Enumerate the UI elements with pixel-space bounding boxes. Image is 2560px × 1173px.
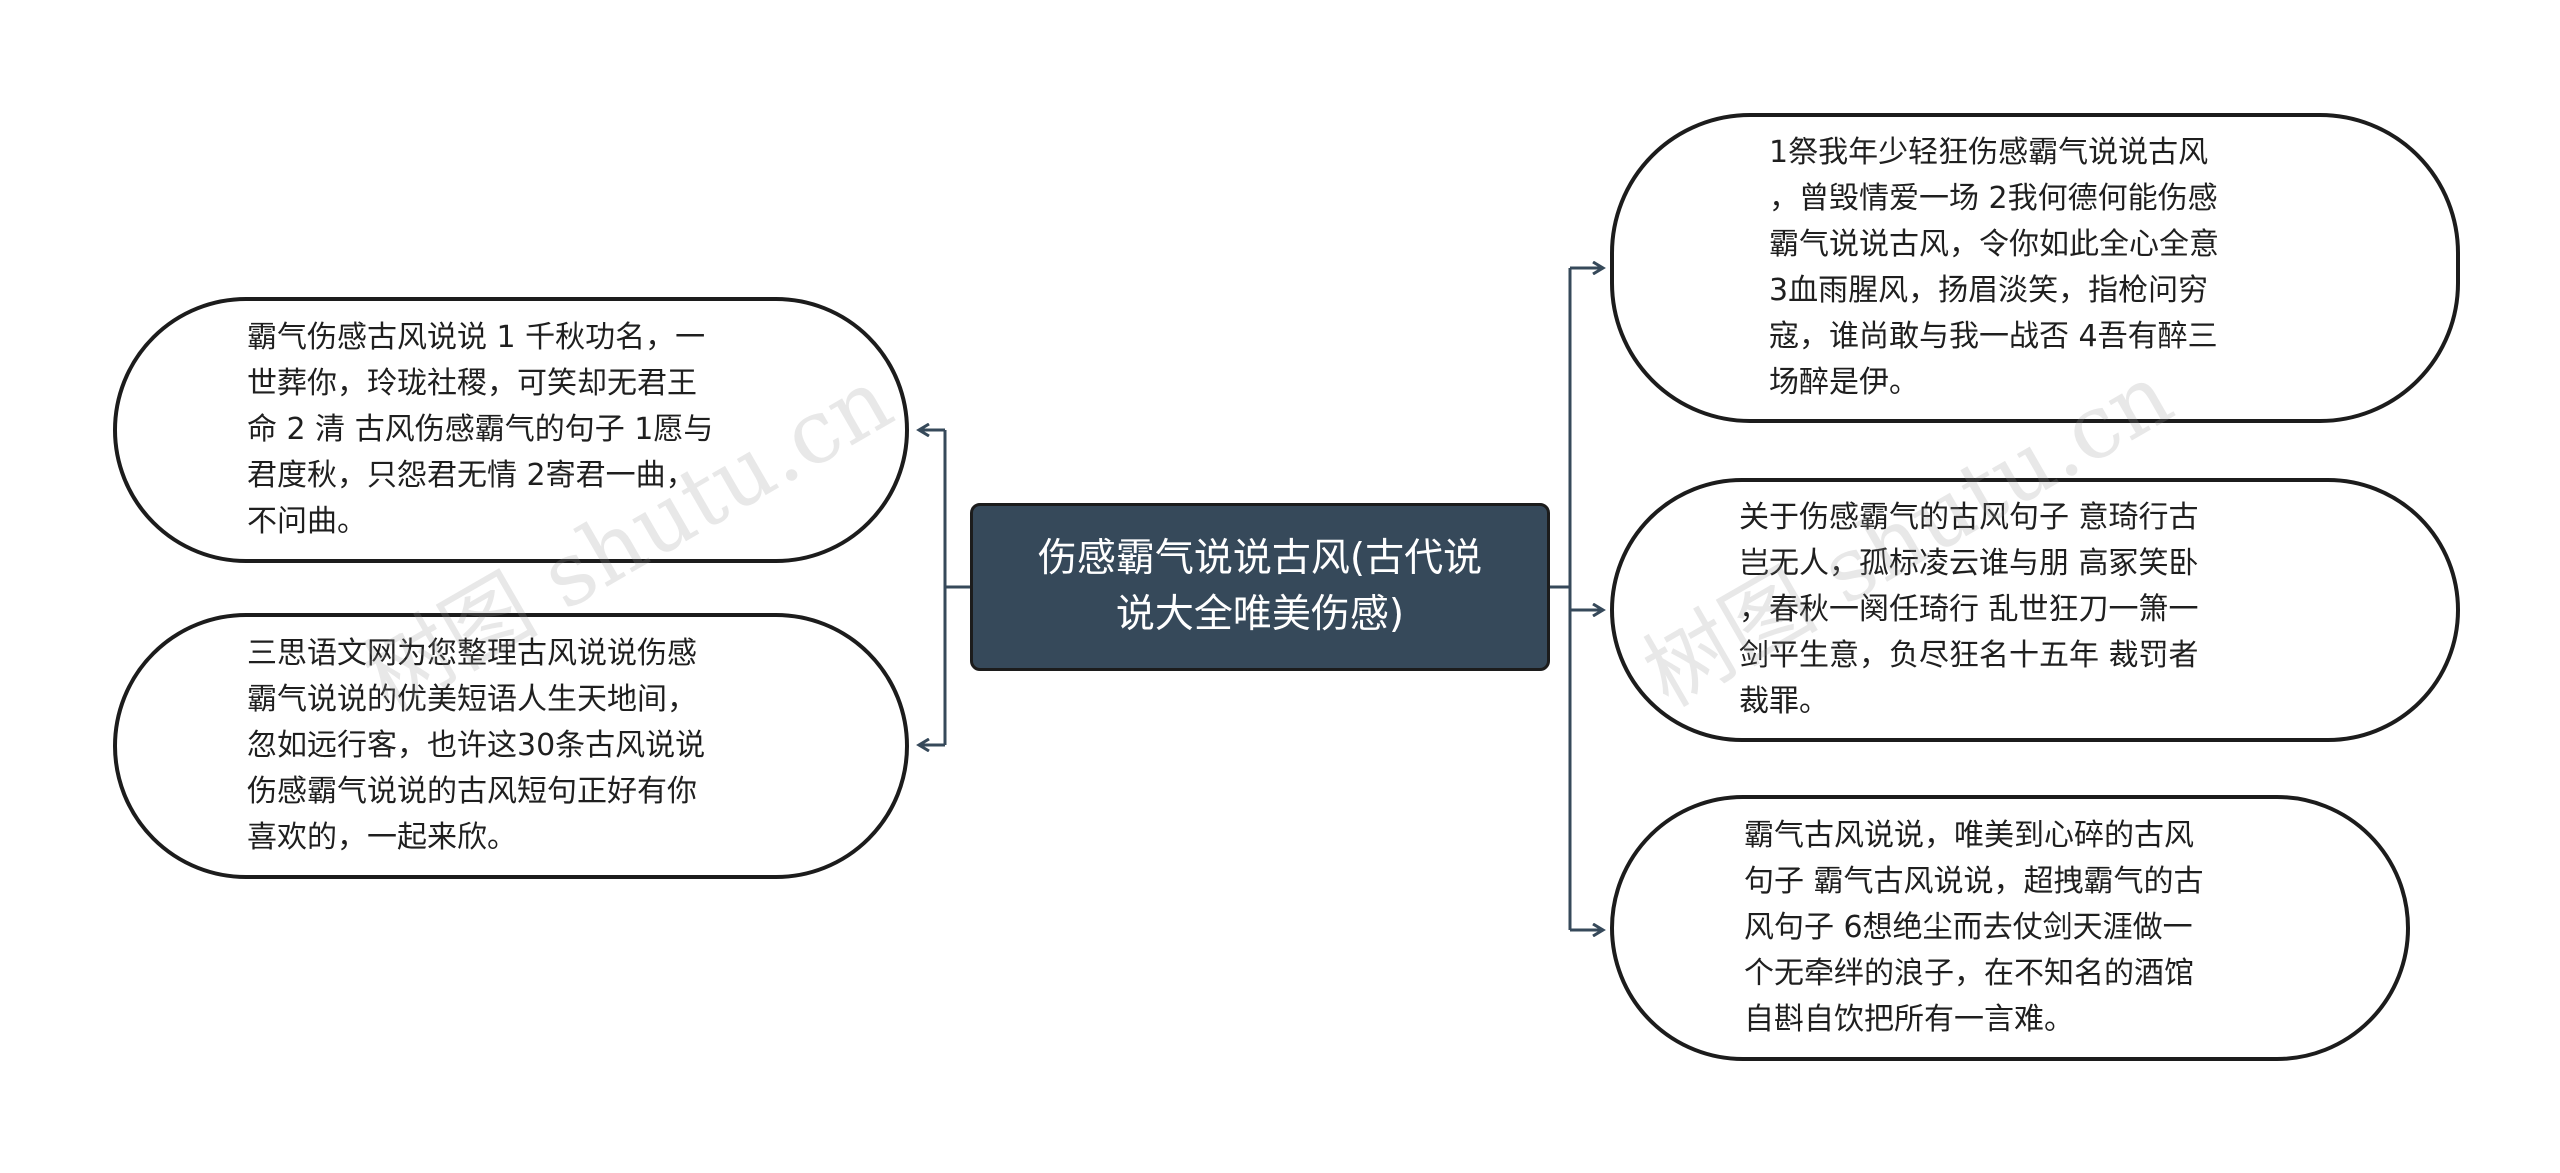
central-topic-title: 伤感霸气说说古风(古代说 说大全唯美伤感) (1037, 536, 1483, 637)
left-node-2-text: 三思语文网为您整理古风说说伤感 霸气说说的优美短语人生天地间， 忽如远行客，也许… (247, 636, 706, 855)
left-node-2[interactable]: 三思语文网为您整理古风说说伤感 霸气说说的优美短语人生天地间， 忽如远行客，也许… (113, 613, 909, 879)
right-node-2[interactable]: 关于伤感霸气的古风句子 意琦行古 岂无人，孤标凌云谁与朋 高冢笑卧 ，春秋一阕任… (1610, 478, 2460, 742)
left-connectors (919, 430, 970, 745)
central-topic[interactable]: 伤感霸气说说古风(古代说 说大全唯美伤感) (970, 503, 1550, 671)
right-node-2-text: 关于伤感霸气的古风句子 意琦行古 岂无人，孤标凌云谁与朋 高冢笑卧 ，春秋一阕任… (1739, 500, 2199, 719)
right-node-1-text: 1祭我年少轻狂伤感霸气说说古风 ，曾毁情爱一场 2我何德何能伤感 霸气说说古风，… (1769, 135, 2219, 400)
left-node-1-text: 霸气伤感古风说说 1 千秋功名，一 世葬你，玲珑社稷，可笑却无君王 命 2 清 … (247, 320, 714, 539)
right-node-3[interactable]: 霸气古风说说，唯美到心碎的古风 句子 霸气古风说说，超拽霸气的古 风句子 6想绝… (1610, 795, 2410, 1061)
right-node-3-text: 霸气古风说说，唯美到心碎的古风 句子 霸气古风说说，超拽霸气的古 风句子 6想绝… (1744, 818, 2204, 1037)
left-node-1[interactable]: 霸气伤感古风说说 1 千秋功名，一 世葬你，玲珑社稷，可笑却无君王 命 2 清 … (113, 297, 909, 563)
right-node-1[interactable]: 1祭我年少轻狂伤感霸气说说古风 ，曾毁情爱一场 2我何德何能伤感 霸气说说古风，… (1610, 113, 2460, 423)
right-connectors (1550, 268, 1603, 930)
